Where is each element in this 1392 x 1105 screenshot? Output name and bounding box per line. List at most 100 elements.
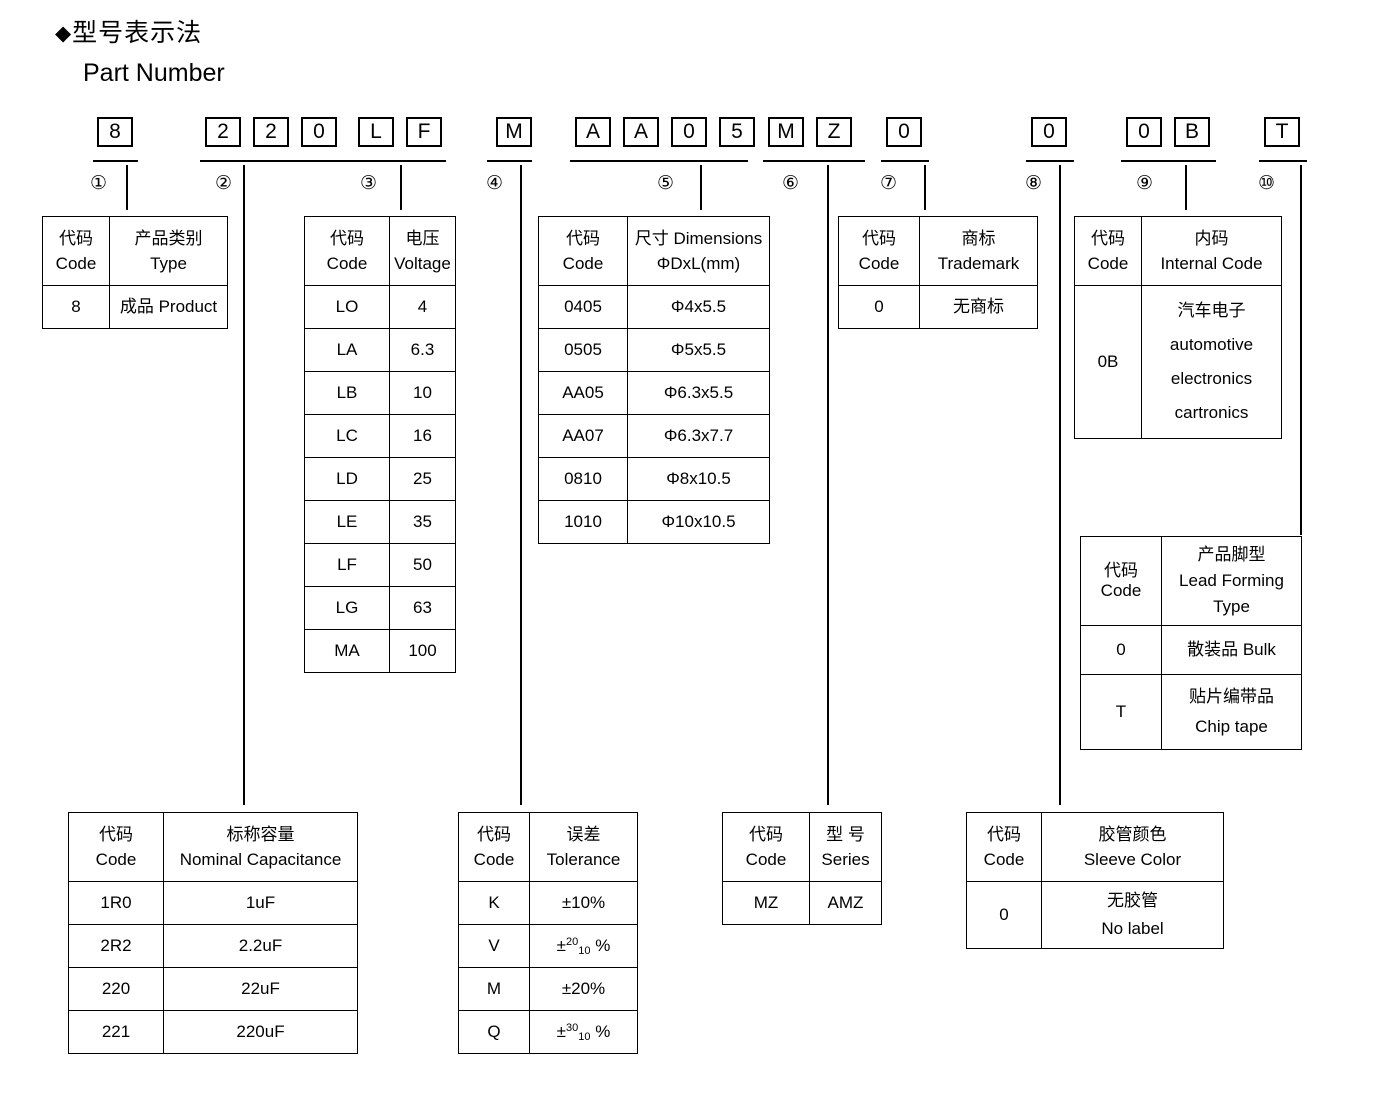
cell-code: 0 — [838, 285, 920, 329]
cell-value: ±2010 % — [529, 924, 638, 968]
cell-value: 散装品 Bulk — [1161, 625, 1302, 675]
cell-value: 无胶管 No label — [1041, 881, 1224, 949]
group-underline — [1259, 160, 1307, 162]
cell-value: Φ8x10.5 — [627, 457, 770, 501]
tolerance-sign: ± — [556, 935, 566, 955]
pn-char-box: 0 — [301, 117, 337, 147]
connector-line-9 — [1185, 165, 1187, 210]
group-underline — [763, 160, 865, 162]
cell-code: 0505 — [538, 328, 628, 372]
table-row: V ±2010 % — [458, 924, 638, 968]
group-index-4: ④ — [486, 173, 504, 194]
table-trademark-header-code: 代码 Code — [838, 216, 920, 286]
cell-code: K — [458, 881, 530, 925]
group-index-3: ③ — [360, 173, 378, 194]
cell-value: 25 — [389, 457, 456, 501]
cell-code: MA — [304, 629, 390, 673]
cell-value: 1uF — [163, 881, 358, 925]
table-row: MZ AMZ — [722, 881, 882, 925]
cell-code: MZ — [722, 881, 810, 925]
table-row: M ±20% — [458, 967, 638, 1011]
table-row: K ±10% — [458, 881, 638, 925]
tolerance-lower: 10 — [578, 944, 591, 957]
group-underline — [1121, 160, 1216, 162]
cell-value: 汽车电子 automotive electronics cartronics — [1141, 285, 1282, 439]
table-sleeve-color-header-code: 代码 Code — [966, 812, 1042, 882]
table-row: 8 成品 Product — [42, 285, 228, 329]
cell-value: 2.2uF — [163, 924, 358, 968]
pn-char-box: 0 — [1031, 117, 1067, 147]
group-underline — [200, 160, 342, 162]
cell-code: LC — [304, 414, 390, 458]
cell-code: LB — [304, 371, 390, 415]
pn-char-box: Z — [816, 117, 852, 147]
page-title-cn: ◆型号表示法 — [55, 18, 225, 49]
connector-line-7 — [924, 165, 926, 210]
page-header: ◆型号表示法 Part Number — [55, 18, 225, 89]
connector-line-1 — [126, 165, 128, 210]
pn-char-box: A — [623, 117, 659, 147]
cell-value: 4 — [389, 285, 456, 329]
cell-value: ±20% — [529, 967, 638, 1011]
pn-char-box: 0 — [886, 117, 922, 147]
table-trademark-header-value: 商标 Trademark — [919, 216, 1038, 286]
cell-value: ±3010 % — [529, 1010, 638, 1054]
table-lead-forming-header-value: 产品脚型 Lead Forming Type — [1161, 536, 1302, 626]
cell-code: 2R2 — [68, 924, 164, 968]
table-dimensions-header-code: 代码 Code — [538, 216, 628, 286]
tolerance-unit: % — [595, 1021, 611, 1041]
pn-char-box: M — [496, 117, 532, 147]
group-underline — [93, 160, 138, 162]
pn-char-box: A — [575, 117, 611, 147]
cell-value: 220uF — [163, 1010, 358, 1054]
pn-char-box: F — [406, 117, 442, 147]
pn-char-box: 0 — [671, 117, 707, 147]
group-index-7: ⑦ — [880, 173, 898, 194]
table-series: 代码 Code 型 号 Series MZ AMZ — [722, 812, 882, 925]
table-type: 代码 Code 产品类别 Type 8 成品 Product — [42, 216, 228, 329]
table-row: Q ±3010 % — [458, 1010, 638, 1054]
tolerance-lower: 10 — [578, 1030, 591, 1043]
cell-code: LF — [304, 543, 390, 587]
table-lead-forming-header-code: 代码 Code — [1080, 536, 1162, 626]
cell-value: Φ4x5.5 — [627, 285, 770, 329]
pn-char-box: M — [768, 117, 804, 147]
cell-code: LD — [304, 457, 390, 501]
cell-value: Φ6.3x5.5 — [627, 371, 770, 415]
cell-code: 220 — [68, 967, 164, 1011]
table-type-header-value: 产品类别 Type — [109, 216, 228, 286]
group-index-10: ⑩ — [1258, 173, 1276, 194]
cell-code: 0810 — [538, 457, 628, 501]
connector-line-4 — [520, 165, 522, 805]
group-index-5: ⑤ — [657, 173, 675, 194]
table-row: 0 无商标 — [838, 285, 1038, 329]
cell-code: LE — [304, 500, 390, 544]
cell-code: AA05 — [538, 371, 628, 415]
cell-code: 0 — [1080, 625, 1162, 675]
group-index-8: ⑧ — [1025, 173, 1043, 194]
cell-code: 8 — [42, 285, 110, 329]
cell-code: 0405 — [538, 285, 628, 329]
table-sleeve-color-header-value: 胶管颜色 Sleeve Color — [1041, 812, 1224, 882]
pn-char-box: 8 — [97, 117, 133, 147]
table-voltage-header-value: 电压 Voltage — [389, 216, 456, 286]
cell-code: LG — [304, 586, 390, 630]
cell-code: 1010 — [538, 500, 628, 544]
connector-line-6 — [827, 165, 829, 805]
table-row: 0B 汽车电子 automotive electronics cartronic… — [1074, 285, 1282, 439]
cell-code: M — [458, 967, 530, 1011]
pn-char-box: 2 — [205, 117, 241, 147]
cell-code: AA07 — [538, 414, 628, 458]
table-lead-forming: 代码 Code 产品脚型 Lead Forming Type 0 散装品 Bul… — [1080, 536, 1302, 750]
table-capacitance-header-code: 代码 Code — [68, 812, 164, 882]
